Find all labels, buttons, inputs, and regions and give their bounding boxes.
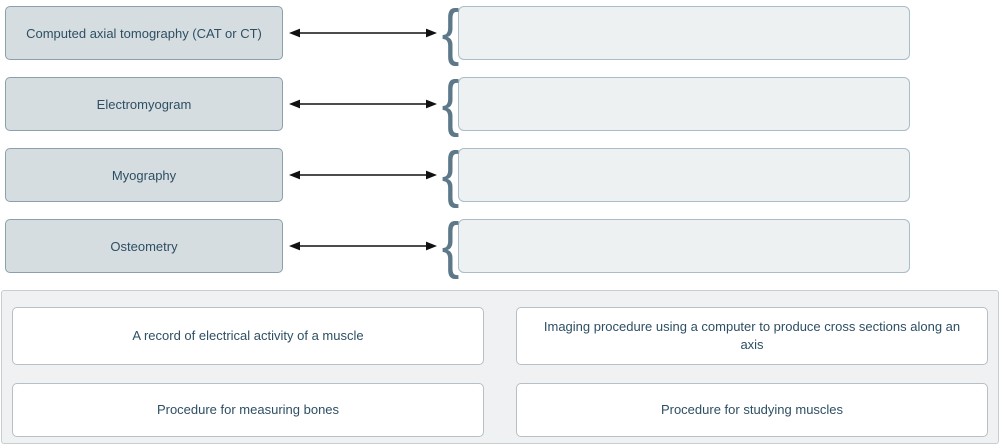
answer-bank-grid: A record of electrical activity of a mus… (12, 307, 988, 437)
term-box-electromyogram: Electromyogram (5, 77, 283, 131)
drop-zone-1[interactable] (458, 6, 910, 60)
match-row: Osteometry { (5, 211, 1000, 280)
bank-card-label: Procedure for studying muscles (660, 402, 844, 417)
bank-card-label: Procedure for measuring bones (156, 402, 340, 417)
term-box-osteometry: Osteometry (5, 219, 283, 273)
term-box-cat-ct: Computed axial tomography (CAT or CT) (5, 6, 283, 60)
brace-icon: { (441, 69, 460, 138)
brace-icon: { (441, 0, 460, 67)
term-label: Electromyogram (96, 96, 192, 112)
match-row: Electromyogram { (5, 69, 1000, 138)
bank-card-label: A record of electrical activity of a mus… (132, 328, 364, 343)
match-arrow-icon (283, 148, 443, 202)
brace-icon: { (441, 211, 460, 280)
bank-card-electrical-activity[interactable]: A record of electrical activity of a mus… (12, 307, 484, 365)
bank-card-studying-muscles[interactable]: Procedure for studying muscles (516, 383, 988, 437)
match-arrow-icon (283, 219, 443, 273)
match-arrow-icon (283, 6, 443, 60)
drop-zone-4[interactable] (458, 219, 910, 273)
term-label: Osteometry (110, 238, 178, 254)
brace-icon: { (441, 140, 460, 209)
drop-zone-3[interactable] (458, 148, 910, 202)
drop-zone-2[interactable] (458, 77, 910, 131)
bank-card-imaging-procedure[interactable]: Imaging procedure using a computer to pr… (516, 307, 988, 365)
matching-area: Computed axial tomography (CAT or CT) { … (5, 0, 1000, 280)
match-row: Myography { (5, 140, 1000, 209)
term-label: Computed axial tomography (CAT or CT) (26, 25, 262, 41)
answer-bank: A record of electrical activity of a mus… (1, 290, 999, 444)
bank-card-label: Imaging procedure using a computer to pr… (543, 319, 961, 352)
term-label: Myography (111, 167, 177, 183)
bank-card-measuring-bones[interactable]: Procedure for measuring bones (12, 383, 484, 437)
match-arrow-icon (283, 77, 443, 131)
match-row: Computed axial tomography (CAT or CT) { (5, 0, 1000, 67)
term-box-myography: Myography (5, 148, 283, 202)
